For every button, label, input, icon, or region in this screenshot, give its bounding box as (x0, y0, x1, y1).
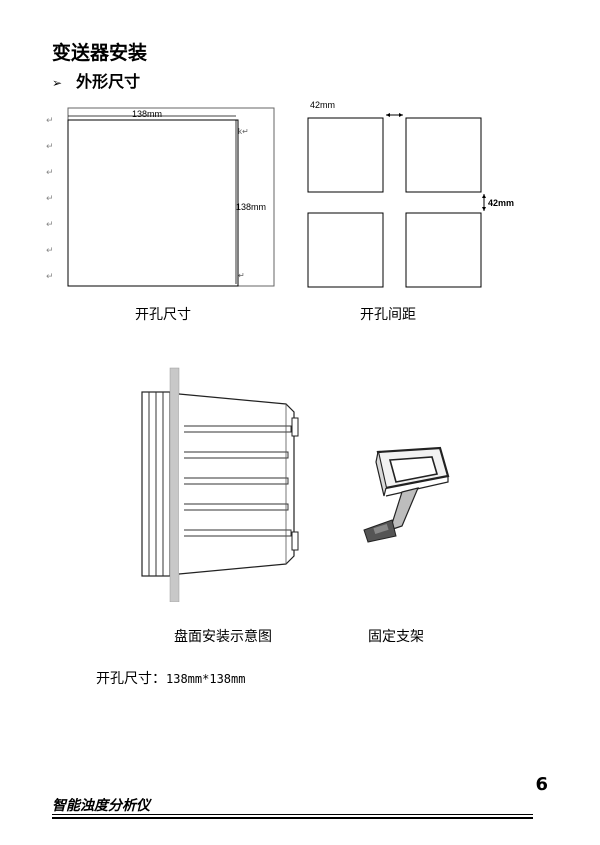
height-dimension-label: 138mm (236, 202, 266, 212)
footer-rule-thick (52, 817, 533, 819)
return-mark: k↵ (238, 127, 249, 136)
cutout-square-top-right (405, 117, 482, 193)
panel-mounting-caption: 盘面安装示意图 (174, 629, 272, 645)
spacing-caption: 开孔间距 (360, 307, 416, 323)
horizontal-gap-label: 42mm (310, 100, 335, 110)
spec-label: 开孔尺寸： (96, 671, 166, 687)
cutout-square-bottom-right (405, 212, 482, 288)
return-mark: ↵ (238, 271, 245, 280)
page-number: 6 (535, 774, 548, 795)
bracket-caption: 固定支架 (368, 629, 424, 645)
bracket-frame (375, 446, 450, 497)
mounting-panel (169, 367, 180, 602)
cutout-caption: 开孔尺寸 (135, 307, 191, 323)
cutout-dimension-drawing: 138mm 138mm k↵ ↵ (67, 107, 275, 287)
footer-title: 智能浊度分析仪 (52, 798, 150, 814)
bracket-screw-shaft (389, 487, 420, 531)
width-dimension-label: 138mm (132, 109, 162, 119)
arrow-bullet-icon: ➢ (52, 76, 63, 90)
cutout-square (67, 119, 239, 287)
subsection-label: 外形尺寸 (76, 72, 141, 91)
fixing-bracket-illustration (363, 446, 450, 543)
footer-rule (52, 814, 533, 815)
mounting-rails (184, 425, 292, 537)
cutout-square-bottom-left (307, 212, 384, 288)
bracket-clip-top (291, 417, 299, 437)
bracket-clip-bottom (291, 531, 299, 551)
spec-value: 138mm*138mm (166, 672, 246, 686)
subsection-heading: ➢ 外形尺寸 (52, 68, 140, 92)
vertical-gap-label: 42mm (488, 198, 514, 208)
cutout-spec-line: 开孔尺寸：138mm*138mm (96, 668, 245, 688)
paragraph-marks: ↵↵↵↵↵↵↵ (46, 116, 54, 282)
panel-mounting-illustration (141, 367, 299, 602)
section-heading: 变送器安装 (52, 42, 148, 64)
cutout-square-top-left (307, 117, 384, 193)
cutout-spacing-drawing: 42mm 42mm (307, 100, 514, 288)
